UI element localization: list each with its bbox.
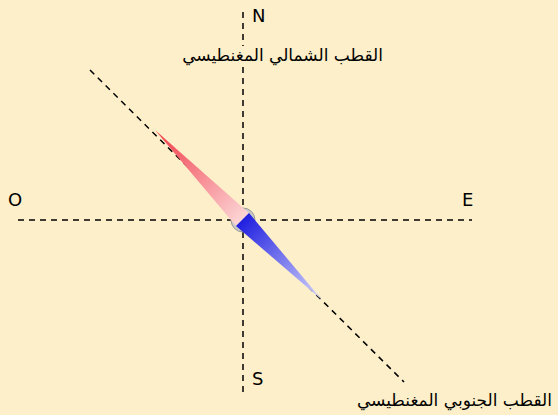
pole-label: القطب الشمالي المغنطيسي	[180, 46, 385, 66]
north-needle	[155, 130, 249, 226]
compass-point: N	[250, 6, 267, 27]
compass-point: S	[250, 369, 265, 390]
compass-point: O	[6, 190, 24, 211]
meridian-line	[242, 12, 244, 394]
pole-label: القطب الجنوبي المغنطيسي	[355, 391, 554, 411]
compass-point: E	[460, 190, 475, 211]
south-needle	[236, 213, 322, 300]
magnetic-axis-line	[90, 70, 404, 382]
